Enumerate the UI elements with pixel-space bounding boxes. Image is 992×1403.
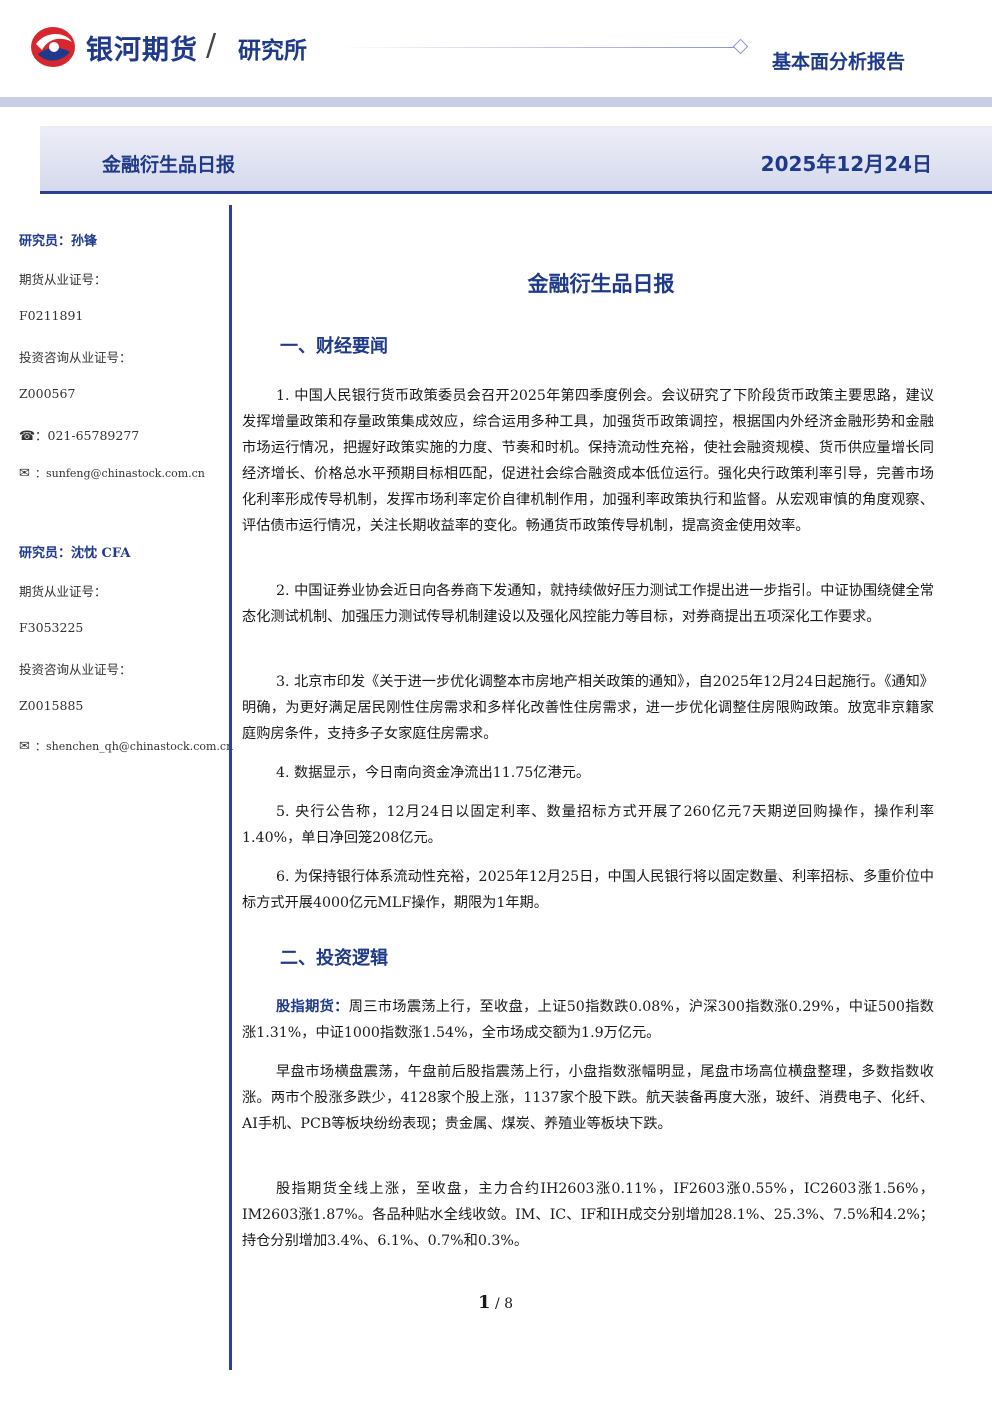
section-heading-news: 一、财经要闻 bbox=[280, 336, 388, 357]
news-item-1: 1. 中国人民银行货币政策委员会召开2025年第四季度例会。会议研究了下阶段货币… bbox=[242, 388, 934, 534]
analyst-1-advisory-cert-label: 投资咨询从业证号： bbox=[19, 350, 132, 365]
sidebar-divider bbox=[229, 205, 232, 1370]
news-item-5: 5. 央行公告称，12月24日以固定利率、数量招标方式开展了260亿元7天期逆回… bbox=[242, 804, 934, 846]
total-pages: 8 bbox=[504, 1296, 514, 1312]
diamond-icon bbox=[732, 38, 749, 55]
analyst-1-futures-cert: F0211891 bbox=[19, 308, 84, 323]
analyst-2-advisory-cert-label: 投资咨询从业证号： bbox=[19, 662, 132, 677]
current-page: 1 bbox=[478, 1292, 491, 1313]
news-item-6: 6. 为保持银行体系流动性充裕，2025年12月25日，中国人民银行将以固定数量… bbox=[242, 869, 934, 911]
logic-paragraph-1: 股指期货：周三市场震荡上行，至收盘，上证50指数跌0.08%，沪深300指数涨0… bbox=[242, 994, 934, 1046]
phone-icon: ☎ bbox=[19, 429, 36, 444]
page-separator: / bbox=[490, 1296, 505, 1312]
mail-icon: ✉ bbox=[19, 466, 30, 481]
title-band: 金融衍生品日报 2025年12月24日 bbox=[40, 126, 992, 194]
header-band bbox=[0, 97, 992, 107]
analyst-2-email[interactable]: shenchen_qh@chinastock.com.cn bbox=[46, 740, 234, 753]
section-heading-logic: 二、投资逻辑 bbox=[280, 948, 388, 969]
mail-icon: ✉ bbox=[19, 739, 30, 754]
analyst-1-email[interactable]: sunfeng@chinastock.com.cn bbox=[46, 467, 205, 480]
logic-paragraph-1-text: 周三市场震荡上行，至收盘，上证50指数跌0.08%，沪深300指数涨0.29%，… bbox=[242, 999, 934, 1041]
news-item-2: 2. 中国证券业协会近日向各券商下发通知，就持续做好压力测试工作提出进一步指引。… bbox=[242, 583, 934, 625]
analyst-2-label: 研究员：沈忱 CFA bbox=[19, 546, 131, 561]
news-item-3: 3. 北京市印发《关于进一步优化调整本市房地产相关政策的通知》，自2025年12… bbox=[242, 674, 934, 742]
analyst-2-email-row[interactable]: ✉：shenchen_qh@chinastock.com.cn bbox=[19, 739, 234, 754]
brand-separator: / bbox=[206, 28, 217, 63]
page-number: 1 / 8 bbox=[478, 1292, 513, 1313]
report-type: 基本面分析报告 bbox=[772, 51, 906, 73]
analyst-2-advisory-cert: Z0015885 bbox=[19, 698, 84, 713]
brand-name: 银河期货 bbox=[86, 35, 198, 66]
analyst-1-phone: 021-65789277 bbox=[47, 428, 140, 443]
logic-paragraph-3: 股指期货全线上涨，至收盘，主力合约IH2603涨0.11%，IF2603涨0.5… bbox=[242, 1181, 934, 1249]
brand-subtitle: 研究所 bbox=[238, 38, 307, 64]
header-rule bbox=[340, 47, 735, 48]
report-date: 2025年12月24日 bbox=[760, 152, 932, 176]
logic-keyword: 股指期货： bbox=[276, 999, 349, 1015]
analyst-1-phone-row: ☎：021-65789277 bbox=[19, 428, 140, 444]
analyst-1-futures-cert-label: 期货从业证号： bbox=[19, 272, 107, 287]
analyst-2-futures-cert: F3053225 bbox=[19, 620, 84, 635]
analyst-1-email-row[interactable]: ✉：sunfeng@chinastock.com.cn bbox=[19, 466, 205, 481]
logic-paragraph-2: 早盘市场横盘震荡，午盘前后股指震荡上行，小盘指数涨幅明显，尾盘市场高位横盘整理，… bbox=[242, 1064, 934, 1132]
document-title: 金融衍生品日报 bbox=[527, 272, 675, 296]
news-item-4: 4. 数据显示，今日南向资金净流出11.75亿港元。 bbox=[276, 765, 591, 781]
company-logo bbox=[28, 24, 78, 70]
report-name: 金融衍生品日报 bbox=[102, 154, 236, 176]
analyst-1-label: 研究员：孙锋 bbox=[19, 234, 98, 249]
analyst-1-advisory-cert: Z000567 bbox=[19, 386, 76, 401]
analyst-2-futures-cert-label: 期货从业证号： bbox=[19, 584, 107, 599]
